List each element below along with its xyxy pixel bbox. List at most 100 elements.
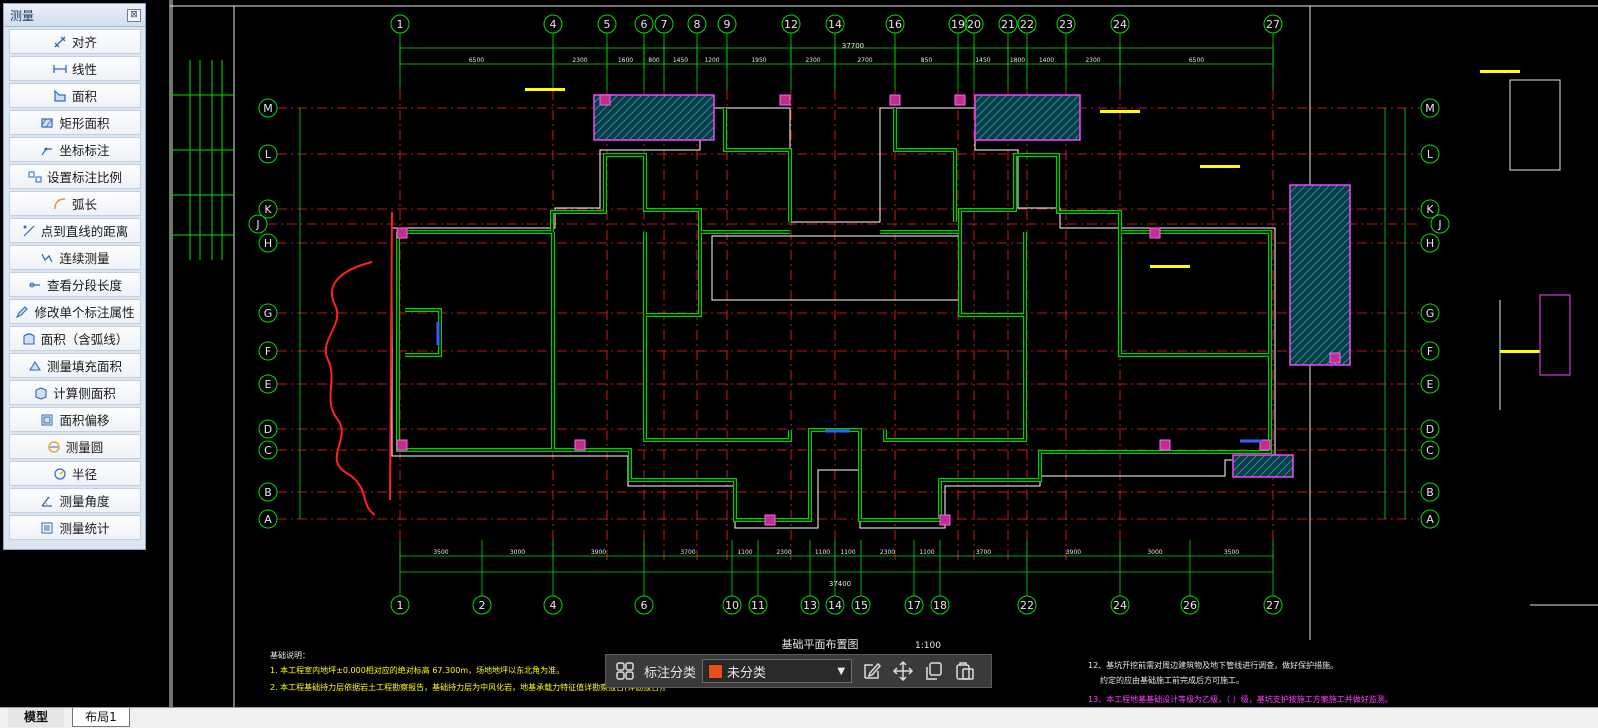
tool-modify-button[interactable]: 修改单个标注属性	[9, 299, 141, 324]
tool-label: 坐标标注	[59, 143, 110, 158]
tool-circle-button[interactable]: 测量圆	[9, 434, 141, 459]
bottom-axis-label: 22	[1020, 599, 1034, 612]
top-axis-label: 8	[694, 18, 701, 31]
tab-model[interactable]: 模型	[8, 708, 64, 727]
paste-icon[interactable]	[954, 660, 976, 682]
top-axis-label-circle	[781, 14, 801, 34]
tool-continuous-button[interactable]: 连续测量	[9, 245, 141, 270]
tool-area-arc-button[interactable]: 面积（含弧线）	[9, 326, 141, 351]
bottom-axis-label: 2	[479, 599, 486, 612]
scale-icon	[28, 171, 42, 182]
grid-view-icon[interactable]	[614, 660, 636, 682]
tool-fill-area-button[interactable]: 测量填充面积	[9, 353, 141, 378]
left-axis-label: A	[264, 513, 272, 526]
tool-area-offset-button[interactable]: 面积偏移	[9, 407, 141, 432]
bottom-dim-value: 3700	[680, 549, 695, 556]
bottom-axis-label: 24	[1113, 599, 1127, 612]
tool-label: 设置标注比例	[46, 170, 122, 185]
bottom-axis-label: 6	[641, 599, 648, 612]
bottom-axis-label: 17	[907, 599, 921, 612]
tool-angle-button[interactable]: 测量角度	[9, 488, 141, 513]
left-axis-label: C	[264, 444, 272, 457]
svg-text:13、本工程地基基础设计等级为乙级，（ ）级，基坑支护按施工: 13、本工程地基基础设计等级为乙级，（ ）级，基坑支护按施工方案施工并做好监测。	[1088, 694, 1393, 704]
tool-label: 查看分段长度	[46, 278, 122, 293]
close-icon[interactable]: ⊠	[127, 8, 141, 22]
top-axis-label-circle	[543, 14, 563, 34]
left-axis-label-circle	[258, 199, 278, 219]
arc-icon	[54, 197, 66, 209]
measure-panel: 测量 ⊠ 对齐线性面积矩形面积坐标标注设置标注比例弧长点到直线的距离连续测量查看…	[3, 3, 146, 550]
tool-area-button[interactable]: 面积	[9, 83, 141, 108]
bottom-axis-label-circle	[825, 595, 845, 615]
left-axis-label: M	[263, 102, 273, 115]
top-axis-label: 7	[661, 18, 668, 31]
tool-scale-button[interactable]: 设置标注比例	[9, 164, 141, 189]
right-axis-label-circle	[1420, 98, 1440, 118]
top-dim-value: 6500	[469, 57, 484, 64]
top-dim-value: 1400	[1039, 57, 1054, 64]
linear-icon	[53, 64, 67, 73]
tool-align-button[interactable]: 对齐	[9, 29, 141, 54]
tool-label: 测量角度	[59, 494, 110, 509]
bottom-axis-label: 4	[550, 599, 557, 612]
top-axis-label: 9	[724, 18, 731, 31]
right-axis-label: D	[1426, 423, 1434, 436]
panel-title: 测量	[10, 8, 35, 23]
coordinate-icon	[41, 147, 53, 155]
edit-icon[interactable]	[861, 660, 883, 682]
top-dim-value: 1450	[673, 57, 688, 64]
layout-tab-bar: 模型 布局1	[0, 707, 1598, 728]
move-icon[interactable]	[892, 660, 914, 682]
tool-label: 弧长	[71, 197, 97, 212]
tool-label: 修改单个标注属性	[34, 305, 135, 320]
copy-icon[interactable]	[923, 660, 945, 682]
title-block	[172, 60, 234, 260]
tool-segments-button[interactable]: 查看分段长度	[9, 272, 141, 297]
top-dim-value: 1950	[751, 57, 766, 64]
svg-text:2. 本工程基础持力层依据岩土工程勘察报告，基础持力层为中风: 2. 本工程基础持力层依据岩土工程勘察报告，基础持力层为中风化岩，地基承载力特征…	[270, 682, 670, 692]
top-axis-label-circle	[717, 14, 737, 34]
top-dim-value: 2300	[1085, 57, 1100, 64]
top-axis-label-circle	[687, 14, 707, 34]
right-axis-label-circle	[1420, 419, 1440, 439]
tool-stats-button[interactable]: 测量统计	[9, 515, 141, 540]
tool-arc-button[interactable]: 弧长	[9, 191, 141, 216]
top-dim-value: 1600	[618, 57, 633, 64]
top-dim-value: 850	[921, 57, 933, 64]
tool-label: 测量统计	[59, 521, 110, 536]
area-arc-icon	[23, 332, 35, 345]
bottom-dim-value: 3700	[976, 549, 991, 556]
tool-pt-line-button[interactable]: 点到直线的距离	[9, 218, 141, 243]
bottom-axis-label-circle	[472, 595, 492, 615]
bottom-axis-label-circle	[748, 595, 768, 615]
bottom-axis-label: 10	[725, 599, 739, 612]
tool-radius-button[interactable]: 半径	[9, 461, 141, 486]
right-axis-label: C	[1426, 444, 1434, 457]
tool-label: 线性	[71, 62, 97, 77]
tab-layout1[interactable]: 布局1	[72, 708, 130, 727]
top-dim-value: 6500	[1189, 57, 1204, 64]
bottom-dim-value: 3000	[1147, 549, 1162, 556]
bottom-axis-label: 18	[933, 599, 947, 612]
right-axis-label: K	[1426, 203, 1434, 216]
bottom-dim-value: 1100	[919, 549, 934, 556]
tool-linear-button[interactable]: 线性	[9, 56, 141, 81]
tool-coord-button[interactable]: 坐标标注	[9, 137, 141, 162]
tool-rect-area-button[interactable]: 矩形面积	[9, 110, 141, 135]
svg-text:基础说明：: 基础说明：	[270, 650, 310, 660]
tool-side-area-button[interactable]: 计算侧面积	[9, 380, 141, 405]
top-axis-label: 27	[1266, 18, 1280, 31]
drawing-title: 基础平面布置图	[782, 638, 859, 651]
revision-cloud	[324, 211, 393, 516]
tool-label: 测量圆	[65, 440, 104, 455]
right-axis-label: B	[1426, 486, 1434, 499]
drawing-scale: 1:100	[915, 641, 941, 651]
bottom-axis-label-circle	[634, 595, 654, 615]
bottom-dim-value: 2300	[776, 549, 791, 556]
right-axis-label-circle	[1420, 144, 1440, 164]
bottom-axis-label: 11	[751, 599, 765, 612]
top-axis-label-circle	[654, 14, 674, 34]
modify-icon	[16, 305, 29, 318]
annotation-category-select[interactable]: 未分类 ▼	[702, 659, 853, 683]
